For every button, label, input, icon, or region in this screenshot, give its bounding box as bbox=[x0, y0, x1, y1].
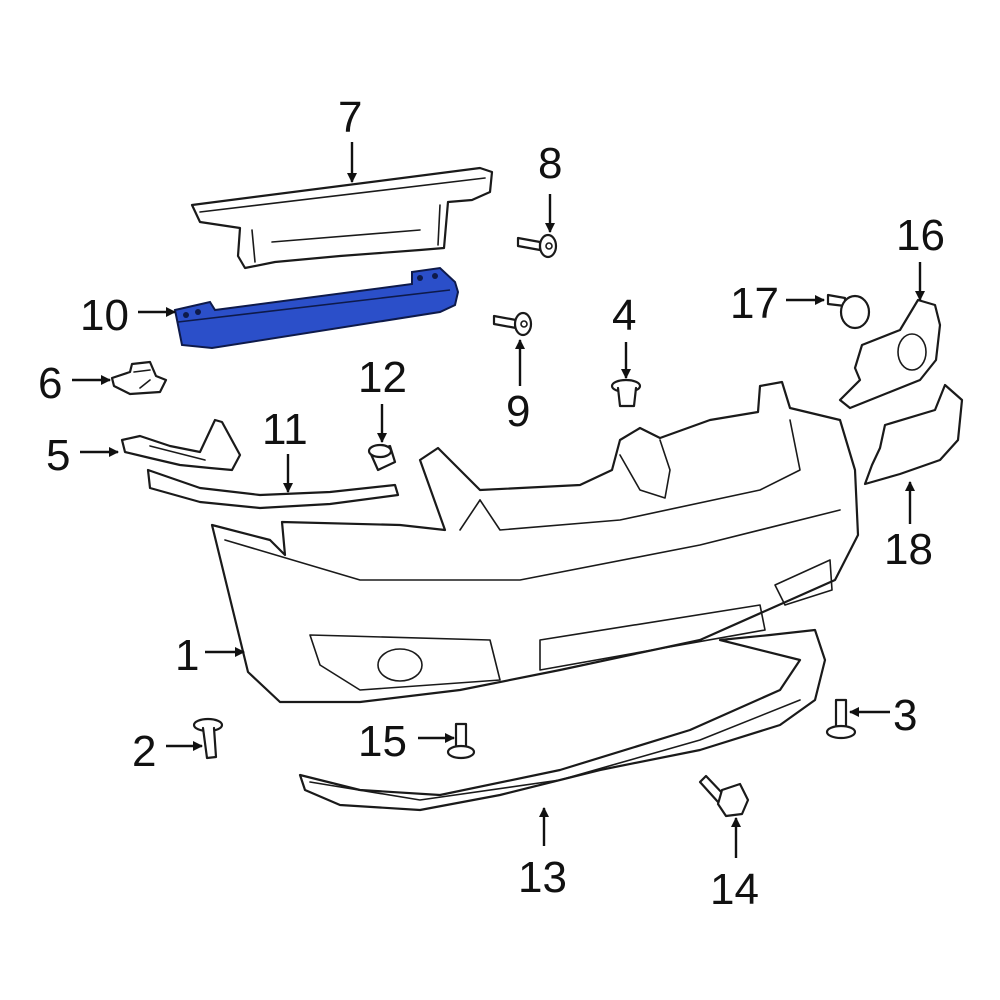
part-9-bolt[interactable] bbox=[492, 311, 533, 337]
leader-arrows bbox=[72, 142, 925, 858]
callout-10: 10 bbox=[80, 291, 129, 340]
callout-13: 13 bbox=[518, 853, 567, 902]
part-12-bumper-stop[interactable] bbox=[367, 443, 397, 472]
part-3-screw[interactable] bbox=[825, 698, 857, 740]
callout-9: 9 bbox=[506, 387, 530, 436]
callout-8: 8 bbox=[538, 139, 562, 188]
part-6-bracket[interactable] bbox=[110, 360, 168, 396]
callout-14: 14 bbox=[710, 865, 759, 914]
callout-11: 11 bbox=[262, 405, 308, 454]
callout-15: 15 bbox=[358, 717, 407, 766]
callout-3: 3 bbox=[893, 691, 917, 740]
part-10-impact-bar[interactable] bbox=[173, 266, 460, 350]
callout-5: 5 bbox=[46, 431, 70, 480]
callout-12: 12 bbox=[358, 353, 407, 402]
callout-6: 6 bbox=[38, 359, 62, 408]
callout-16: 16 bbox=[896, 211, 945, 260]
callout-7: 7 bbox=[338, 93, 362, 142]
part-15-screw[interactable] bbox=[446, 722, 476, 760]
part-11-retainer-strip[interactable] bbox=[146, 468, 400, 510]
callout-1: 1 bbox=[175, 631, 199, 680]
callout-17: 17 bbox=[730, 279, 779, 328]
part-8-bolt[interactable] bbox=[516, 233, 558, 259]
part-13-lower-valance[interactable] bbox=[298, 628, 827, 812]
callout-18: 18 bbox=[884, 525, 933, 574]
callout-labels: 1 2 3 4 5 6 7 8 9 10 11 12 13 14 15 16 1… bbox=[38, 93, 945, 914]
callout-4: 4 bbox=[612, 291, 636, 340]
part-14-bolt[interactable] bbox=[698, 774, 750, 818]
part-1-bumper-cover[interactable] bbox=[210, 380, 860, 704]
part-5-side-bracket[interactable] bbox=[120, 418, 242, 472]
part-2-push-pin[interactable] bbox=[192, 717, 224, 760]
part-18-fog-cover[interactable] bbox=[863, 383, 964, 486]
part-7-upper-support[interactable] bbox=[190, 166, 494, 270]
callout-2: 2 bbox=[132, 727, 156, 776]
part-17-clip[interactable] bbox=[826, 293, 871, 330]
part-4-clip[interactable] bbox=[610, 378, 642, 408]
